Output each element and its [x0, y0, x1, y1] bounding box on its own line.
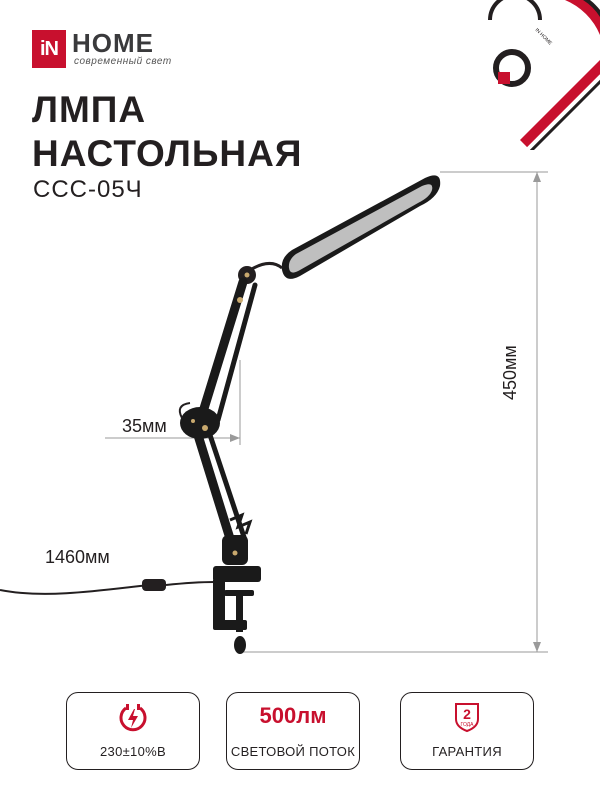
warranty-years: 2	[463, 706, 471, 722]
power-cord	[0, 584, 151, 595]
height-dimension-line	[240, 171, 548, 653]
lightning-plug-icon	[119, 704, 147, 732]
warranty-years-unit: ГОДА	[461, 722, 475, 728]
luminous-flux-value: 500лм	[259, 703, 327, 728]
voltage-label: 230±10%В	[100, 744, 166, 759]
base-joint	[222, 535, 248, 565]
elbow-joint	[180, 407, 220, 439]
spec-card-warranty: 2 ГОДА ГАРАНТИЯ	[400, 692, 534, 770]
width-dimension-label: 35мм	[122, 416, 167, 436]
logo-wordmark: HOME	[72, 28, 154, 58]
spec-card-luminous-flux: 500лм СВЕТОВОЙ ПОТОК	[226, 692, 360, 770]
spec-card-voltage: 230±10%В	[66, 692, 200, 770]
warranty-label: ГАРАНТИЯ	[432, 744, 502, 759]
product-title: ЛМПА НАСТОЛЬНАЯ	[32, 88, 302, 176]
shield-2-icon: 2 ГОДА	[455, 703, 479, 733]
lamp-head	[281, 175, 441, 279]
logo-box: iN	[32, 30, 66, 68]
table-clamp	[213, 566, 261, 654]
title-line-1: ЛМПА	[32, 89, 147, 130]
inline-switch	[142, 579, 166, 591]
luminous-flux-label: СВЕТОВОЙ ПОТОК	[230, 744, 356, 759]
width-dimension-line	[105, 360, 241, 445]
corner-decoration: IN HOME	[488, 0, 600, 150]
cord-length-label: 1460мм	[45, 547, 110, 567]
product-model: ССС-05Ч	[33, 176, 143, 203]
logo-tagline: современный свет	[74, 56, 172, 67]
lamp-illustration	[0, 171, 548, 654]
title-line-2: НАСТОЛЬНАЯ	[32, 133, 303, 174]
height-dimension-label: 450мм	[500, 345, 520, 400]
upper-arm	[197, 277, 258, 423]
